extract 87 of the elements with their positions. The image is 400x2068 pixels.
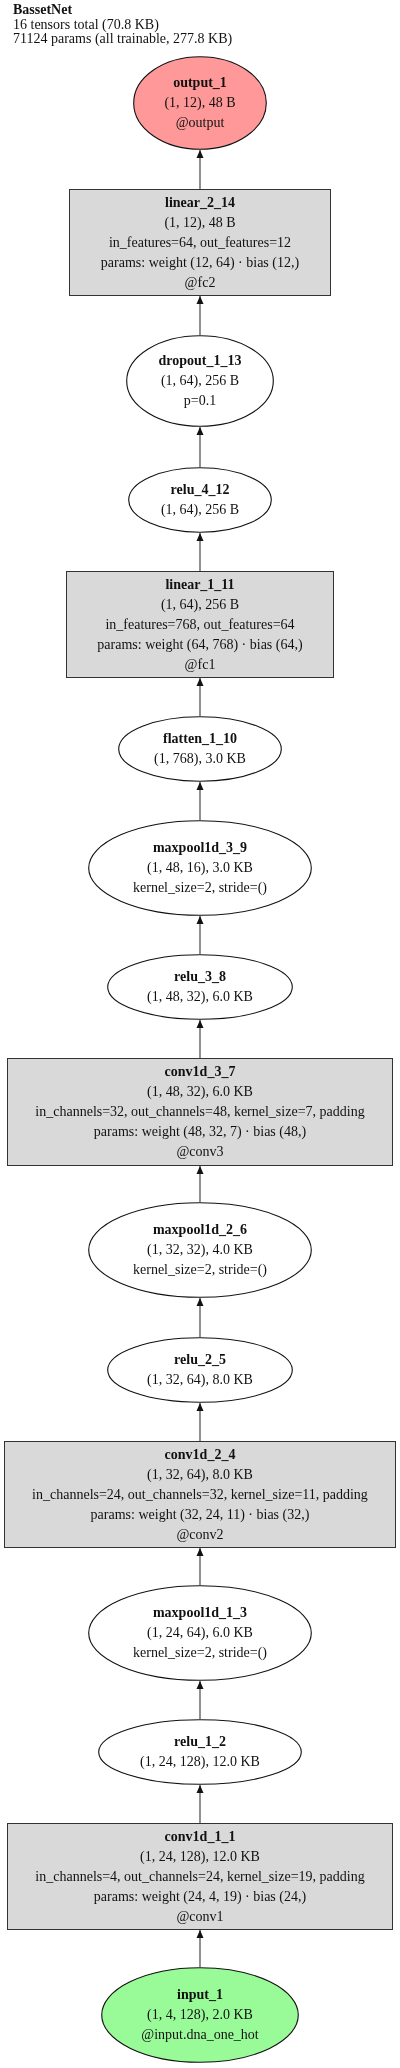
layer-detail: (1, 48, 32), 6.0 KB (147, 988, 253, 1006)
tensor-ellipse (107, 1337, 293, 1403)
layer-name: maxpool1d_3_9 (152, 839, 248, 857)
layer-detail: @output (175, 114, 225, 132)
layer-detail: (1, 64), 256 B (160, 501, 240, 519)
layer-detail: in_channels=24, out_channels=32, kernel_size=11, padding (32, 1485, 368, 1504)
arrow (196, 1165, 204, 1203)
layer-detail: (1, 32, 64), 8.0 KB (147, 1371, 253, 1389)
layer-detail: (1, 24, 128), 12.0 KB (140, 1847, 260, 1866)
layer-detail: kernel_size=2, stride=() (133, 1261, 267, 1279)
layer-detail: (1, 64), 256 B (160, 372, 240, 390)
layer-detail: (1, 48, 16), 3.0 KB (147, 859, 253, 877)
layer-detail: in_channels=32, out_channels=48, kernel_size=7, padding (35, 1103, 365, 1121)
layer-box (7, 1058, 393, 1166)
layer-detail: (1, 32, 32), 4.0 KB (147, 1241, 253, 1259)
tensor-ellipse (107, 954, 293, 1020)
layer-detail: (1, 24, 128), 12.0 KB (140, 1753, 260, 1771)
arrow (196, 295, 204, 336)
summary-line: 71124 params (all trainable, 277.8 KB) (13, 32, 233, 47)
layer-detail: (1, 24, 64), 6.0 KB (147, 1624, 253, 1642)
layer-detail: in_channels=4, out_channels=24, kernel_size=19, padding (35, 1867, 365, 1886)
layer-detail: in_features=64, out_features=12 (108, 233, 292, 252)
layer-detail: @conv3 (176, 1143, 224, 1161)
layer-detail: @input.dna_one_hot (141, 2026, 259, 2044)
arrow (196, 1784, 204, 1824)
tensor-ellipse (118, 716, 282, 782)
layer-detail: params: weight (32, 24, 11) · bias (32,) (90, 1505, 310, 1524)
layer-detail: params: weight (24, 4, 19) · bias (24,) (93, 1887, 307, 1906)
layer-name: dropout_1_13 (158, 352, 242, 370)
arrow (196, 915, 204, 955)
layer-detail: kernel_size=2, stride=() (133, 1644, 267, 1662)
input-ellipse (101, 1967, 299, 2063)
layer-name: linear_1_11 (165, 575, 235, 594)
layer-detail: (1, 12), 48 B (164, 213, 236, 232)
arrow (196, 1297, 204, 1338)
layer-detail: @conv2 (176, 1525, 224, 1544)
layer-name: flatten_1_10 (163, 730, 237, 748)
arrow (196, 532, 204, 572)
layer-detail: p=0.1 (183, 392, 217, 410)
layer-name: linear_2_14 (165, 193, 235, 212)
layer-name: conv1d_2_4 (164, 1445, 236, 1464)
arrow (196, 781, 204, 821)
layer-name: relu_2_5 (174, 1351, 226, 1369)
layer-name: relu_4_12 (170, 481, 230, 499)
layer-detail: (1, 32, 64), 8.0 KB (147, 1465, 253, 1484)
layer-name: conv1d_1_1 (164, 1827, 236, 1846)
layer-detail: kernel_size=2, stride=() (133, 879, 267, 897)
layer-detail: @fc1 (184, 655, 216, 674)
arrow (196, 1547, 204, 1586)
layer-detail: (1, 64), 256 B (160, 595, 240, 614)
layer-name: conv1d_3_7 (164, 1063, 236, 1081)
summary-line: 16 tensors total (70.8 KB) (13, 17, 160, 32)
layer-box (69, 189, 331, 296)
arrow (196, 1929, 204, 1968)
layer-box (4, 1441, 396, 1548)
arrow (196, 677, 204, 717)
output-ellipse (133, 56, 267, 150)
layer-detail: (1, 12), 48 B (164, 94, 236, 112)
tensor-ellipse (128, 467, 272, 533)
layer-detail: (1, 4, 128), 2.0 KB (147, 2006, 253, 2024)
layer-detail: params: weight (48, 32, 7) · bias (48,) (93, 1123, 307, 1141)
tensor-ellipse (98, 1719, 302, 1785)
layer-detail: params: weight (64, 768) · bias (64,) (97, 635, 303, 654)
layer-name: relu_1_2 (174, 1733, 226, 1751)
layer-name: input_1 (177, 1986, 223, 2004)
layer-box (66, 571, 334, 678)
diagram-title: BassetNet (13, 3, 74, 18)
arrow (196, 1019, 204, 1059)
layer-name: output_1 (173, 74, 227, 92)
arrow (196, 1402, 204, 1442)
tensor-ellipse (88, 1202, 312, 1298)
arrow (196, 149, 204, 190)
layer-detail: @fc2 (184, 273, 216, 292)
layer-detail: (1, 48, 32), 6.0 KB (147, 1083, 253, 1101)
layer-name: maxpool1d_2_6 (152, 1221, 248, 1239)
arrow (196, 1680, 204, 1720)
layer-name: relu_3_8 (174, 968, 226, 986)
layer-box (7, 1823, 393, 1930)
layer-detail: (1, 768), 3.0 KB (154, 750, 246, 768)
layer-detail: params: weight (12, 64) · bias (12,) (100, 253, 300, 272)
tensor-ellipse (88, 820, 312, 916)
arrow (196, 426, 204, 468)
layer-detail: @conv1 (176, 1907, 224, 1926)
layer-name: maxpool1d_1_3 (152, 1604, 248, 1622)
tensor-ellipse (88, 1585, 312, 1681)
tensor-ellipse (126, 335, 274, 427)
layer-detail: in_features=768, out_features=64 (105, 615, 295, 634)
